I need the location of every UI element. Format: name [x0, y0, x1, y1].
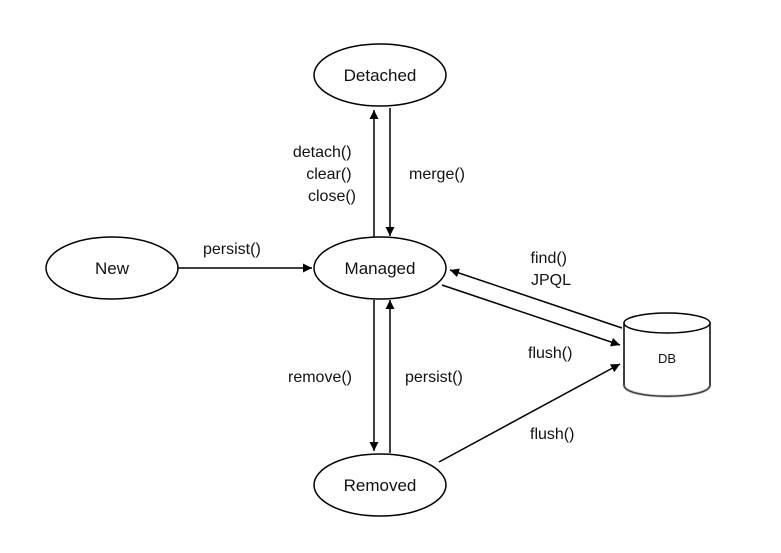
- node-detached-label: Detached: [344, 66, 417, 85]
- edge-detach-label-line: clear(): [306, 166, 351, 183]
- edge-detach-label: detach() clear() close(): [293, 144, 356, 205]
- node-detached-shape: [313, 43, 447, 107]
- edge-remove-label: remove(): [288, 369, 352, 386]
- edge-flush-managed-label: flush(): [528, 345, 572, 362]
- edge-persist-new-label: persist(): [203, 241, 261, 258]
- edge-flush-managed-arrow: [441, 284, 621, 347]
- edge-flush-removed-label: flush(): [530, 426, 574, 443]
- edge-find-label-line: JPQL: [531, 272, 571, 289]
- edge-persist-removed-label: persist(): [405, 369, 463, 386]
- node-db-label: DB: [658, 351, 676, 366]
- edge-find-label-line: find(): [531, 250, 567, 267]
- node-new-label: New: [95, 259, 130, 278]
- node-detached: Detached: [313, 43, 447, 107]
- edge-flush-removed-arrow: [438, 363, 621, 463]
- node-removed-label: Removed: [344, 476, 417, 495]
- edge-find-arrow: [449, 268, 623, 329]
- edge-merge-label: merge(): [409, 166, 465, 183]
- node-new-shape: [45, 236, 179, 300]
- node-removed-shape: [313, 453, 447, 517]
- edges: [178, 108, 623, 463]
- db-cylinder-top: [623, 312, 711, 334]
- edge-detach-label-line: detach(): [293, 144, 352, 161]
- node-db: DB: [622, 312, 712, 398]
- edge-detach-label-line: close(): [308, 188, 356, 205]
- node-new: New: [45, 236, 179, 300]
- edge-find-label: find() JPQL: [531, 250, 572, 289]
- node-managed-label: Managed: [345, 259, 416, 278]
- node-managed-shape: [313, 236, 447, 300]
- edge-labels: detach() clear() close() merge() persist…: [203, 144, 574, 443]
- node-removed: Removed: [313, 453, 447, 517]
- db-cylinder-body: [623, 323, 711, 397]
- node-managed: Managed: [313, 236, 447, 300]
- db-cylinder-shadow: [622, 384, 712, 398]
